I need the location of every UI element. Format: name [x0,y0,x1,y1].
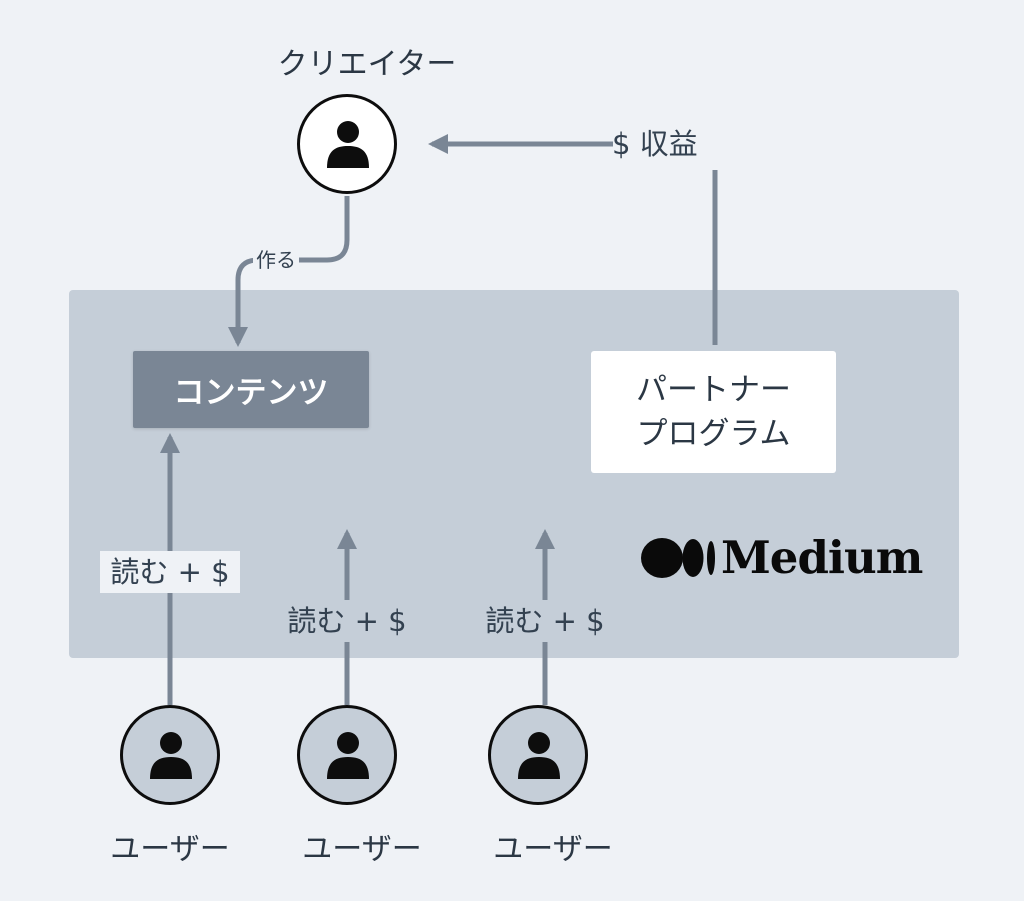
user-label-1: ユーザー [110,832,230,867]
partner-program-line2: プログラム [636,416,791,452]
user-label-3: ユーザー [493,832,613,867]
medium-logo: Medium [641,531,923,584]
user-avatar-3 [488,705,588,805]
read-label-3: 読む + $ [475,600,615,642]
content-label: コンテンツ [173,375,329,411]
creator-avatar [297,94,397,194]
revenue-label: $ 収益 [612,127,698,161]
person-icon [518,732,560,779]
medium-wordmark: Medium [721,531,923,584]
medium-logo-icon [641,538,715,578]
creator-label: クリエイター [277,47,457,82]
person-icon [327,732,369,779]
content-box: コンテンツ [133,351,369,428]
read-label-2: 読む + $ [277,600,417,642]
user-label-2: ユーザー [302,832,422,867]
person-icon [150,732,192,779]
user-avatar-1 [120,705,220,805]
partner-program-line1: パートナー [636,372,791,408]
read-label-1: 読む + $ [100,551,240,593]
create-label: 作る [253,248,299,272]
partner-program-box: パートナー プログラム [591,351,836,473]
revenue-arrow [432,144,718,345]
person-icon [327,121,369,168]
user-avatar-2 [297,705,397,805]
